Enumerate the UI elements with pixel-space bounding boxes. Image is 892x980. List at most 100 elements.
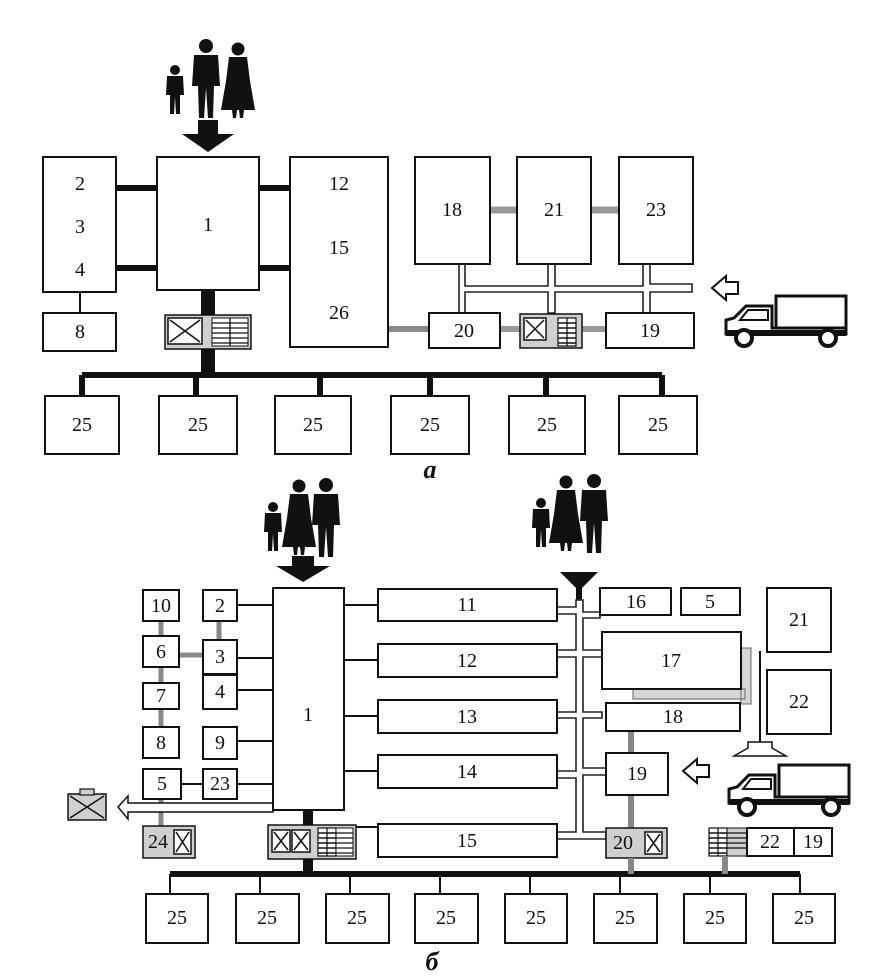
delivery-arrow-icon (711, 275, 739, 301)
room-25: 25 (158, 395, 238, 455)
room-4: 4 (202, 674, 238, 710)
svg-text:25: 25 (615, 907, 635, 929)
svg-text:1: 1 (303, 704, 313, 726)
svg-text:25: 25 (648, 414, 668, 436)
room-8: 8 (142, 726, 180, 759)
room-25: 25 (145, 893, 209, 944)
svg-text:22: 22 (760, 831, 780, 853)
svg-text:20: 20 (613, 832, 633, 854)
svg-text:20: 20 (454, 320, 474, 342)
room-25: 25 (44, 395, 120, 455)
svg-text:25: 25 (188, 414, 208, 436)
svg-text:8: 8 (75, 321, 85, 343)
entrance-arrow-icon (276, 556, 330, 582)
svg-text:3: 3 (215, 646, 225, 668)
staff-corridor (556, 599, 607, 840)
panel-b-caption: б (426, 947, 440, 976)
svg-text:26: 26 (329, 302, 349, 324)
svg-text:25: 25 (537, 414, 557, 436)
room-19: 19 (605, 752, 669, 796)
staff-entrance-icon (560, 572, 598, 600)
panel-b: 1 2 3 4 9 23 10 6 7 8 5 24 11 12 13 14 1… (67, 474, 851, 976)
room-22: 22 (766, 669, 832, 735)
svg-text:7: 7 (156, 685, 166, 707)
svg-text:1: 1 (203, 214, 213, 236)
svg-text:4: 4 (75, 259, 85, 281)
supply-arrow-icon (67, 788, 274, 822)
svg-text:5: 5 (705, 591, 715, 613)
room-15: 15 (377, 823, 558, 858)
svg-text:25: 25 (794, 907, 814, 929)
svg-text:21: 21 (544, 199, 564, 221)
room-20: 20 (605, 827, 668, 859)
svg-text:8: 8 (156, 732, 166, 754)
svg-text:19: 19 (640, 320, 660, 342)
room-18: 18 (414, 156, 491, 265)
room-1: 1 (156, 156, 260, 291)
entrance-arrow-icon (182, 120, 234, 152)
svg-text:24: 24 (148, 831, 168, 853)
room-20: 20 (428, 312, 501, 349)
svg-text:25: 25 (303, 414, 323, 436)
room-25: 25 (235, 893, 300, 944)
svg-text:3: 3 (75, 216, 85, 238)
svg-text:4: 4 (215, 681, 225, 703)
room-8: 8 (42, 312, 117, 352)
room-12: 12 (377, 643, 558, 678)
room-16: 16 (599, 587, 672, 616)
visitors-icon (166, 39, 255, 118)
room-6: 6 (142, 635, 180, 668)
svg-text:16: 16 (626, 591, 646, 613)
reception-unit-service (519, 313, 583, 349)
svg-text:23: 23 (210, 773, 230, 795)
room-25: 25 (772, 893, 836, 944)
room-10: 10 (142, 589, 180, 622)
svg-text:19: 19 (627, 763, 647, 785)
room-5: 5 (680, 587, 741, 616)
svg-text:25: 25 (72, 414, 92, 436)
room-5: 5 (142, 768, 182, 800)
truck-icon (727, 763, 851, 817)
room-7: 7 (142, 682, 180, 710)
svg-text:19: 19 (803, 831, 823, 853)
room-3: 3 (202, 639, 238, 675)
svg-text:18: 18 (442, 199, 462, 221)
svg-text:22: 22 (789, 691, 809, 713)
svg-text:13: 13 (457, 706, 477, 728)
delivery-arrow-icon (682, 758, 710, 784)
svg-text:23: 23 (646, 199, 666, 221)
svg-text:15: 15 (329, 237, 349, 259)
room-19: 19 (605, 312, 695, 349)
service-corridor (458, 263, 693, 314)
room-25: 25 (508, 395, 586, 455)
svg-text:14: 14 (457, 761, 477, 783)
svg-text:18: 18 (663, 706, 683, 728)
room-25: 25 (325, 893, 390, 944)
svg-text:25: 25 (420, 414, 440, 436)
room-12-15-26: 12 15 26 (289, 156, 389, 348)
svg-text:2: 2 (75, 173, 85, 195)
svg-text:9: 9 (215, 732, 225, 754)
exit-arrow-icon (731, 741, 789, 757)
room-25: 25 (618, 395, 698, 455)
svg-text:17: 17 (661, 650, 681, 672)
svg-text:25: 25 (705, 907, 725, 929)
truck-icon (724, 294, 848, 348)
room-25: 25 (390, 395, 470, 455)
room-21: 21 (766, 587, 832, 653)
room-11: 11 (377, 588, 558, 622)
room-25: 25 (414, 893, 479, 944)
visitors-icon (264, 478, 340, 557)
reception-unit-main (164, 314, 252, 350)
svg-text:15: 15 (457, 830, 477, 852)
room-14: 14 (377, 754, 558, 789)
svg-text:2: 2 (215, 595, 225, 617)
room-17: 17 (601, 631, 742, 690)
storage-unit (708, 827, 748, 857)
reception-unit-main (267, 824, 357, 860)
svg-text:25: 25 (347, 907, 367, 929)
svg-text:25: 25 (257, 907, 277, 929)
svg-text:12: 12 (329, 173, 349, 195)
room-1: 1 (272, 587, 345, 811)
